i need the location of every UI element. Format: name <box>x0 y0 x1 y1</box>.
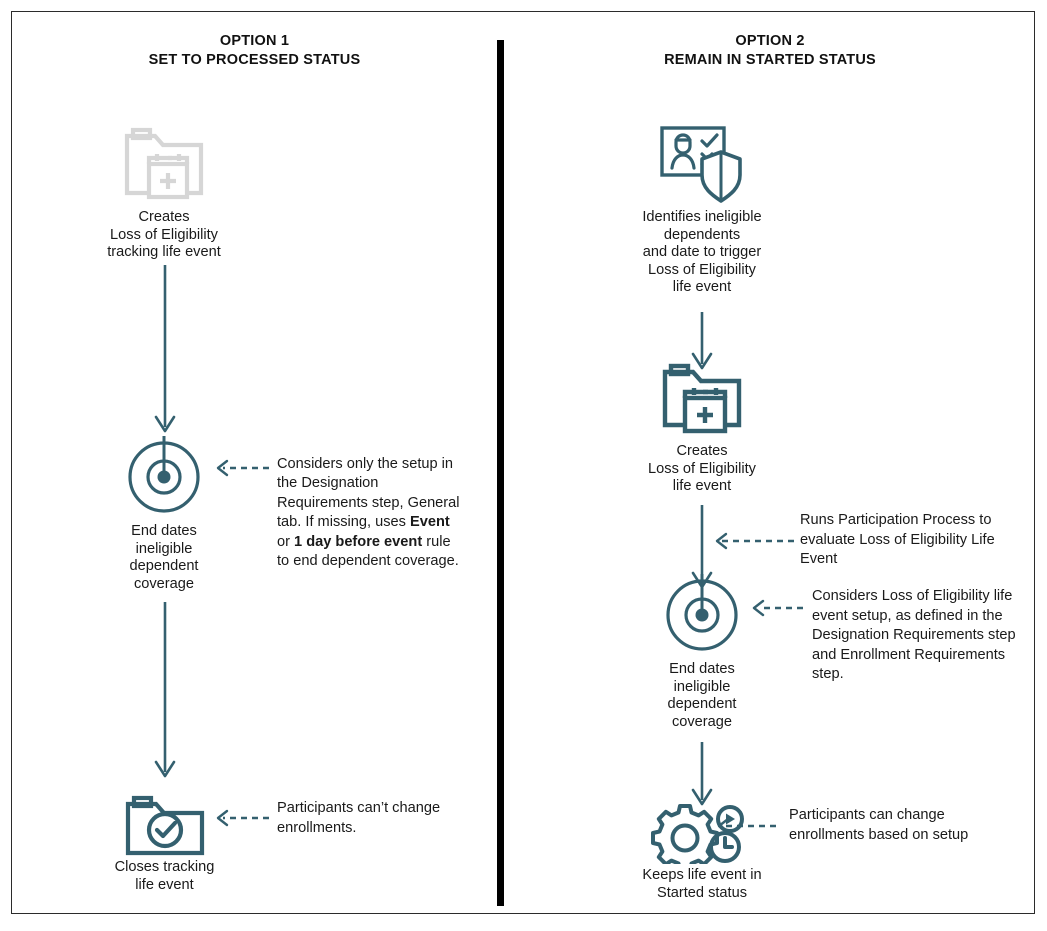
annotation-can-change-enrollments-note: Participants can change enrollments base… <box>789 807 969 843</box>
gears-play-clock-icon <box>651 804 744 864</box>
dashed-arrow-can-change-note <box>717 817 776 835</box>
folder-calendar-plus-icon <box>662 363 742 434</box>
node-creates-tracking-event-label: Creates Loss of Eligibility tracking lif… <box>107 209 221 260</box>
node-end-dates-coverage-label: End dates ineligible dependent coverage <box>129 523 199 592</box>
annotation-text-part-2: or <box>277 533 295 550</box>
option-2-title: OPTION 2 REMAIN IN STARTED STATUS <box>504 32 1036 70</box>
node-creates-tracking-event: Creates Loss of Eligibility tracking lif… <box>74 118 254 262</box>
option-1-title: OPTION 1 SET TO PROCESSED STATUS <box>12 32 497 70</box>
option-1-title-line2: SET TO PROCESSED STATUS <box>148 52 361 68</box>
dashed-arrow-no-change-note <box>216 809 269 827</box>
node-identifies-ineligible-dependents: Identifies ineligible dependents and dat… <box>602 120 802 297</box>
node-creates-life-event: Creates Loss of Eligibility life event <box>622 356 782 496</box>
option-2-title-line1: OPTION 2 <box>735 33 805 49</box>
annotation-designation-setup-note: Considers only the setup in the Designat… <box>277 435 462 572</box>
option-1-column: OPTION 1 SET TO PROCESSED STATUS Creat <box>12 12 497 915</box>
dashed-arrow-designation-note <box>216 459 269 477</box>
folder-calendar-plus-icon <box>124 127 204 200</box>
node-keeps-life-event-started: Keeps life event in Started status <box>612 802 792 902</box>
annotation-text-bold-one-day: 1 day before event <box>294 533 423 550</box>
node-end-dates-coverage-2: End dates ineligible dependent coverage <box>632 572 772 731</box>
option-2-title-line2: REMAIN IN STARTED STATUS <box>664 52 876 68</box>
node-closes-tracking-event-label: Closes tracking life event <box>114 859 215 893</box>
annotation-text-part-1: Considers only the setup in the Designat… <box>277 455 460 531</box>
option-2-column: OPTION 2 REMAIN IN STARTED STATUS Identi… <box>504 12 1036 915</box>
connector-enddates-to-keeps-arrow <box>691 742 713 806</box>
annotation-no-enrollment-change-note: Participants can’t change enrollments. <box>277 800 441 836</box>
option-1-title-line1: OPTION 1 <box>219 33 290 49</box>
person-badge-shield-icon <box>660 126 742 203</box>
column-divider <box>497 40 504 906</box>
folder-check-icon <box>125 795 204 856</box>
node-keeps-life-event-started-label: Keeps life event in Started status <box>642 867 762 901</box>
node-identifies-ineligible-dependents-label: Identifies ineligible dependents and dat… <box>642 209 762 295</box>
node-end-dates-coverage: End dates ineligible dependent coverage <box>94 434 234 593</box>
annotation-text-bold-event: Event <box>410 514 450 530</box>
node-end-dates-coverage-2-label: End dates ineligible dependent coverage <box>667 661 737 730</box>
connector-creates-to-enddates-arrow <box>154 265 176 433</box>
connector-enddates-to-closes-arrow <box>154 602 176 778</box>
node-creates-life-event-label: Creates Loss of Eligibility life event <box>648 443 756 494</box>
dashed-arrow-participation-process-note <box>715 532 794 550</box>
annotation-text-part-3: rule to end dependent coverage. <box>277 533 459 570</box>
connector-identifies-to-creates-arrow <box>691 312 713 370</box>
target-circle-icon <box>666 574 738 651</box>
dashed-arrow-life-event-setup-note <box>752 599 803 617</box>
node-closes-tracking-event: Closes tracking life event <box>87 790 242 894</box>
diagram-canvas: OPTION 1 SET TO PROCESSED STATUS Creat <box>11 11 1035 914</box>
target-circle-icon <box>128 436 200 513</box>
annotation-participation-process-note: Runs Participation Process to evaluate L… <box>800 512 995 567</box>
annotation-life-event-setup-note: Considers Loss of Eligibility life event… <box>812 588 1016 682</box>
